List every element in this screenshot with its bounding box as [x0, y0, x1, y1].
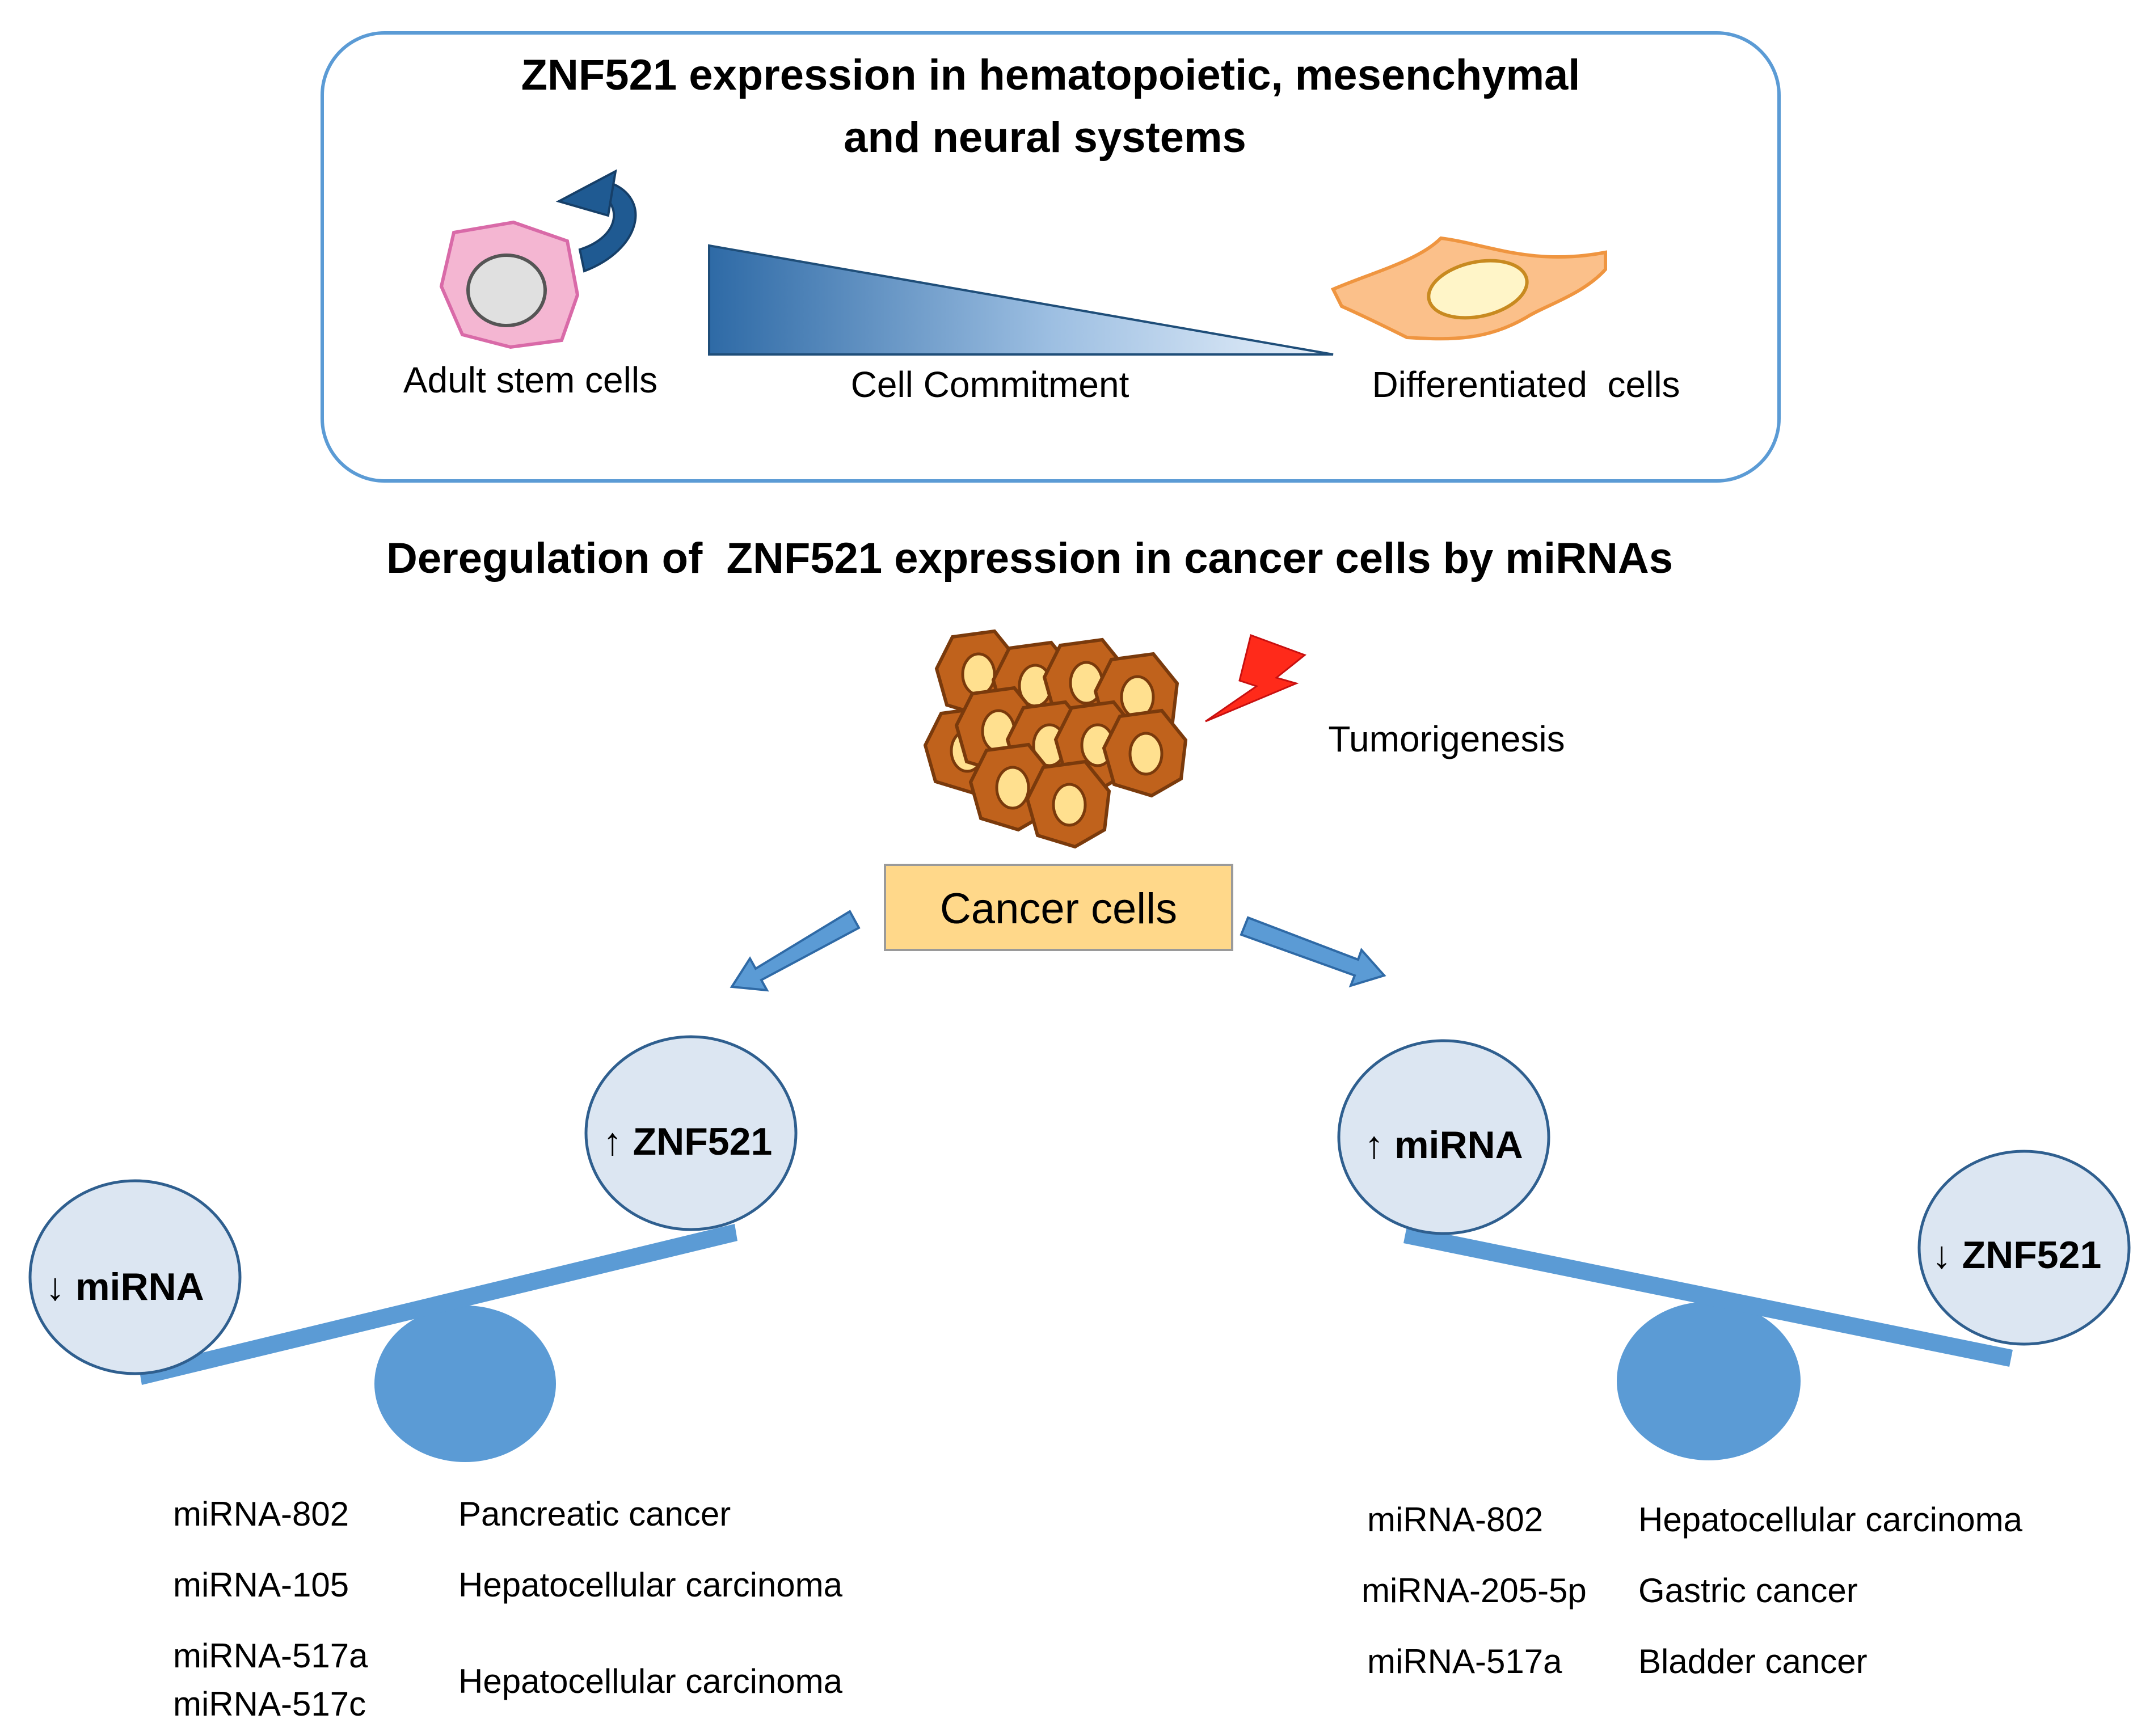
top-panel-title-line1: ZNF521 expression in hematopoietic, mese… [521, 51, 1580, 99]
differentiated-cell-nucleus [1427, 259, 1529, 320]
right-row2-mirna: miRNA-205-5p [1361, 1572, 1587, 1610]
section-title: Deregulation of ZNF521 expression in can… [386, 534, 1673, 582]
tumor-cell-cluster-icon [925, 631, 1186, 847]
left-row3-mirna: miRNA-517a [173, 1637, 368, 1675]
left-row1-mirna: miRNA-802 [173, 1495, 349, 1533]
left-fulcrum [374, 1306, 556, 1462]
stem-cell-nucleus [466, 254, 547, 327]
left-low-circle-label: ↓ miRNA [45, 1265, 204, 1308]
left-seesaw-beam [139, 1224, 737, 1385]
self-renewal-arrowhead-icon [555, 169, 617, 217]
differentiated-cells-label: Differentiated cells [1372, 364, 1680, 405]
left-row2-cancer: Hepatocellular carcinoma [458, 1566, 843, 1604]
right-row3-mirna: miRNA-517a [1367, 1642, 1562, 1680]
right-fulcrum [1617, 1302, 1801, 1460]
right-row1-cancer: Hepatocellular carcinoma [1638, 1501, 2023, 1539]
right-seesaw-beam [1403, 1226, 2013, 1367]
cell-commitment-label: Cell Commitment [851, 364, 1129, 405]
right-high-circle [1337, 1039, 1550, 1235]
right-high-circle-label: ↑ miRNA [1364, 1123, 1523, 1167]
cancer-cells-label: Cancer cells [940, 885, 1177, 933]
left-row3b-mirna: miRNA-517c [173, 1685, 366, 1723]
tumorigenesis-label: Tumorigenesis [1328, 719, 1565, 759]
top-panel-frame [321, 31, 1781, 483]
left-high-circle-label: ↑ ZNF521 [603, 1120, 773, 1163]
left-branch-arrow-icon [730, 910, 861, 992]
left-row1-cancer: Pancreatic cancer [458, 1495, 731, 1533]
left-low-circle [28, 1179, 242, 1375]
right-low-circle [1917, 1150, 2131, 1346]
right-row1-mirna: miRNA-802 [1367, 1501, 1543, 1539]
adult-stem-cells-label: Adult stem cells [403, 360, 657, 400]
right-branch-arrow-icon [1240, 916, 1386, 988]
lightning-bolt-icon [1205, 634, 1307, 723]
right-row2-cancer: Gastric cancer [1638, 1572, 1858, 1610]
right-row3-cancer: Bladder cancer [1638, 1642, 1868, 1680]
left-high-circle [584, 1035, 798, 1231]
left-row2-mirna: miRNA-105 [173, 1566, 349, 1604]
cell-commitment-gradient-wedge [708, 244, 1334, 356]
right-low-circle-label: ↓ ZNF521 [1932, 1234, 2102, 1277]
cancer-cells-box [884, 864, 1233, 951]
left-row3-cancer: Hepatocellular carcinoma [458, 1662, 843, 1700]
top-panel-title-line2: and neural systems [844, 113, 1246, 162]
